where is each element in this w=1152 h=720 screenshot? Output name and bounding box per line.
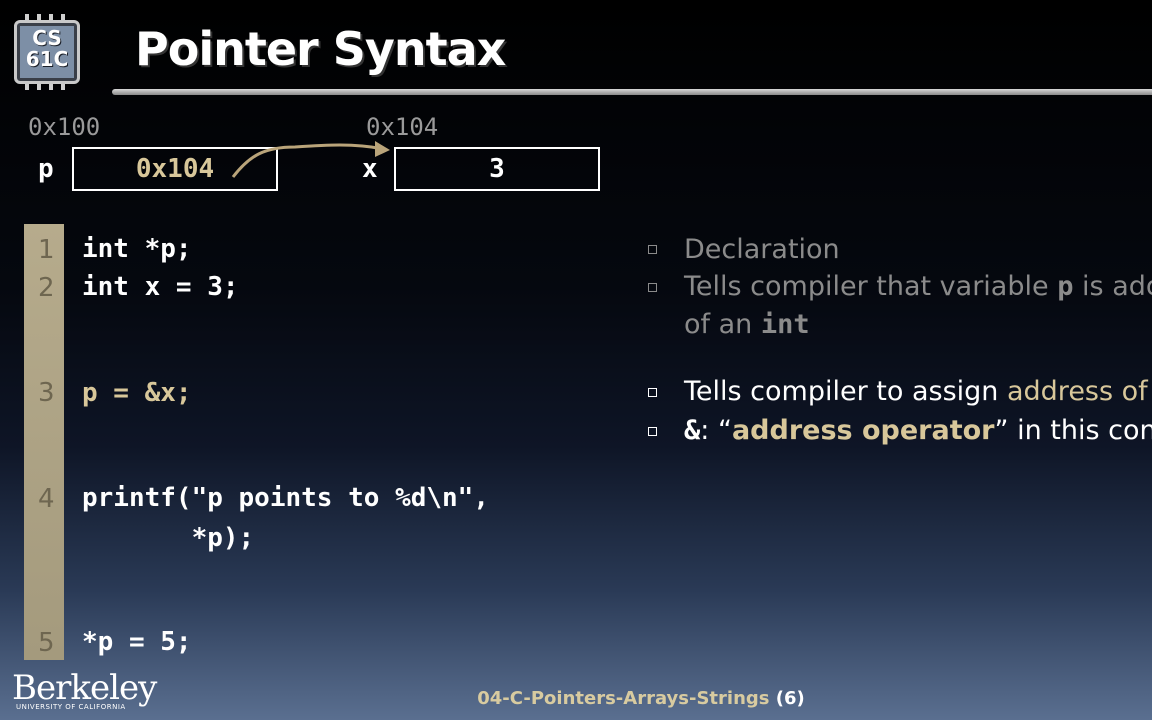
- inline-code-ampersand: &: [684, 415, 701, 446]
- berkeley-logo-subtitle: UNIVERSITY OF CALIFORNIA: [16, 703, 126, 711]
- line-number-5: 5: [38, 628, 55, 658]
- code-line-5: *p = 5;: [82, 627, 192, 657]
- x-memory-box: 3: [394, 147, 600, 191]
- p-value: 0x104: [135, 154, 215, 184]
- bullet-text-part: :: [700, 415, 718, 446]
- bullet-marker: [648, 388, 657, 397]
- bullet-marker: [648, 427, 657, 436]
- x-address: 0x104: [366, 113, 439, 141]
- bullet-text-part: is add: [1082, 271, 1152, 302]
- bullet-assign-address: Tells compiler to assign address of: [684, 376, 1148, 407]
- berkeley-logo: Berkeley: [12, 668, 157, 708]
- bullet-text-part: in this contex: [1017, 415, 1152, 446]
- bullet-tells-compiler-p: Tells compiler that variable p is add: [684, 271, 1152, 302]
- p-memory-box: 0x104: [72, 147, 278, 191]
- bullet-tells-compiler-p-cont: of an int: [684, 309, 810, 340]
- highlight-address-operator: address operator: [731, 415, 995, 446]
- bullet-marker: [648, 283, 657, 292]
- bullet-text-part: ”: [994, 415, 1009, 446]
- bullet-text-part: of an: [684, 309, 761, 340]
- title-divider: [112, 89, 1152, 95]
- bullet-declaration: Declaration: [684, 234, 840, 265]
- footer-title: 04-C-Pointers-Arrays-Strings: [477, 688, 776, 709]
- code-line-2: int x = 3;: [82, 272, 239, 302]
- slide-title: Pointer Syntax: [135, 22, 506, 76]
- x-var-label: x: [362, 154, 378, 184]
- bullet-text-part: “: [717, 415, 732, 446]
- inline-code-int: int: [760, 309, 810, 340]
- p-address: 0x100: [28, 113, 101, 141]
- highlight-address-of: address of: [1006, 376, 1148, 407]
- bullet-text-part: Tells compiler that variable: [684, 271, 1058, 302]
- cs61c-logo: CS 61C: [14, 14, 80, 90]
- line-number-gutter: [24, 224, 64, 660]
- line-number-2: 2: [38, 273, 55, 303]
- pointer-arrow: [231, 141, 390, 178]
- inline-code-p: p: [1057, 271, 1074, 302]
- p-var-label: p: [38, 154, 54, 184]
- line-number-4: 4: [38, 484, 55, 514]
- bullet-address-operator: &: “address operator” in this contex: [684, 415, 1152, 446]
- bullet-marker: [648, 245, 657, 254]
- bullet-text-part: Tells compiler to assign: [684, 376, 1007, 407]
- code-line-3: p = &x;: [82, 378, 192, 408]
- code-line-1: int *p;: [82, 234, 192, 264]
- code-line-4-cont: *p);: [82, 523, 255, 553]
- logo-text: CS 61C: [25, 26, 69, 71]
- page-number: (6): [775, 688, 805, 709]
- x-value: 3: [489, 154, 505, 184]
- code-line-4: printf("p points to %d\n",: [82, 483, 489, 513]
- slide-footer: 04-C-Pointers-Arrays-Strings (6): [0, 688, 1152, 709]
- line-number-1: 1: [38, 235, 55, 265]
- line-number-3: 3: [38, 378, 55, 408]
